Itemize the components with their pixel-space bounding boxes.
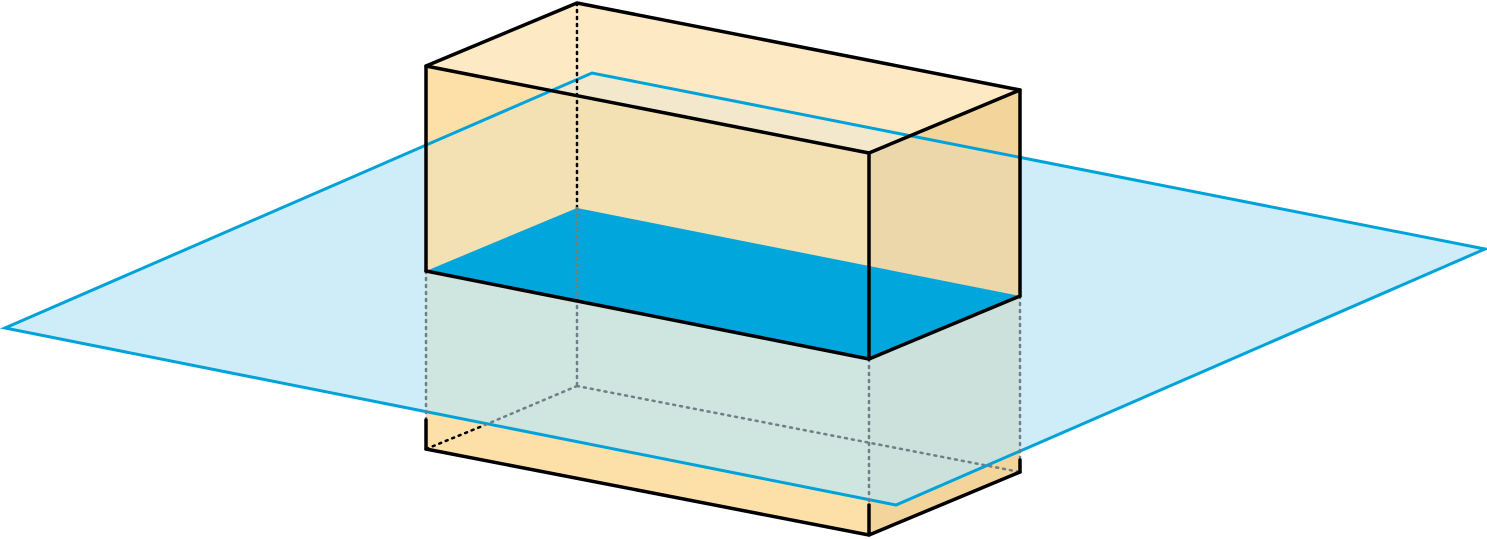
box-top-face-upper bbox=[426, 3, 1020, 153]
visible-edges bbox=[424, 1, 1022, 537]
hidden-edge-bottom-back-left bbox=[424, 425, 482, 451]
edge-section-front bbox=[424, 269, 871, 361]
plane-outline bbox=[0, 71, 1487, 507]
edge-bottom bbox=[424, 447, 1022, 537]
hidden-edges bbox=[424, 1, 1022, 507]
cross-section bbox=[426, 208, 1020, 359]
edge-section-right bbox=[867, 294, 1022, 361]
hidden-edge-bottom-back-right bbox=[575, 384, 1022, 474]
